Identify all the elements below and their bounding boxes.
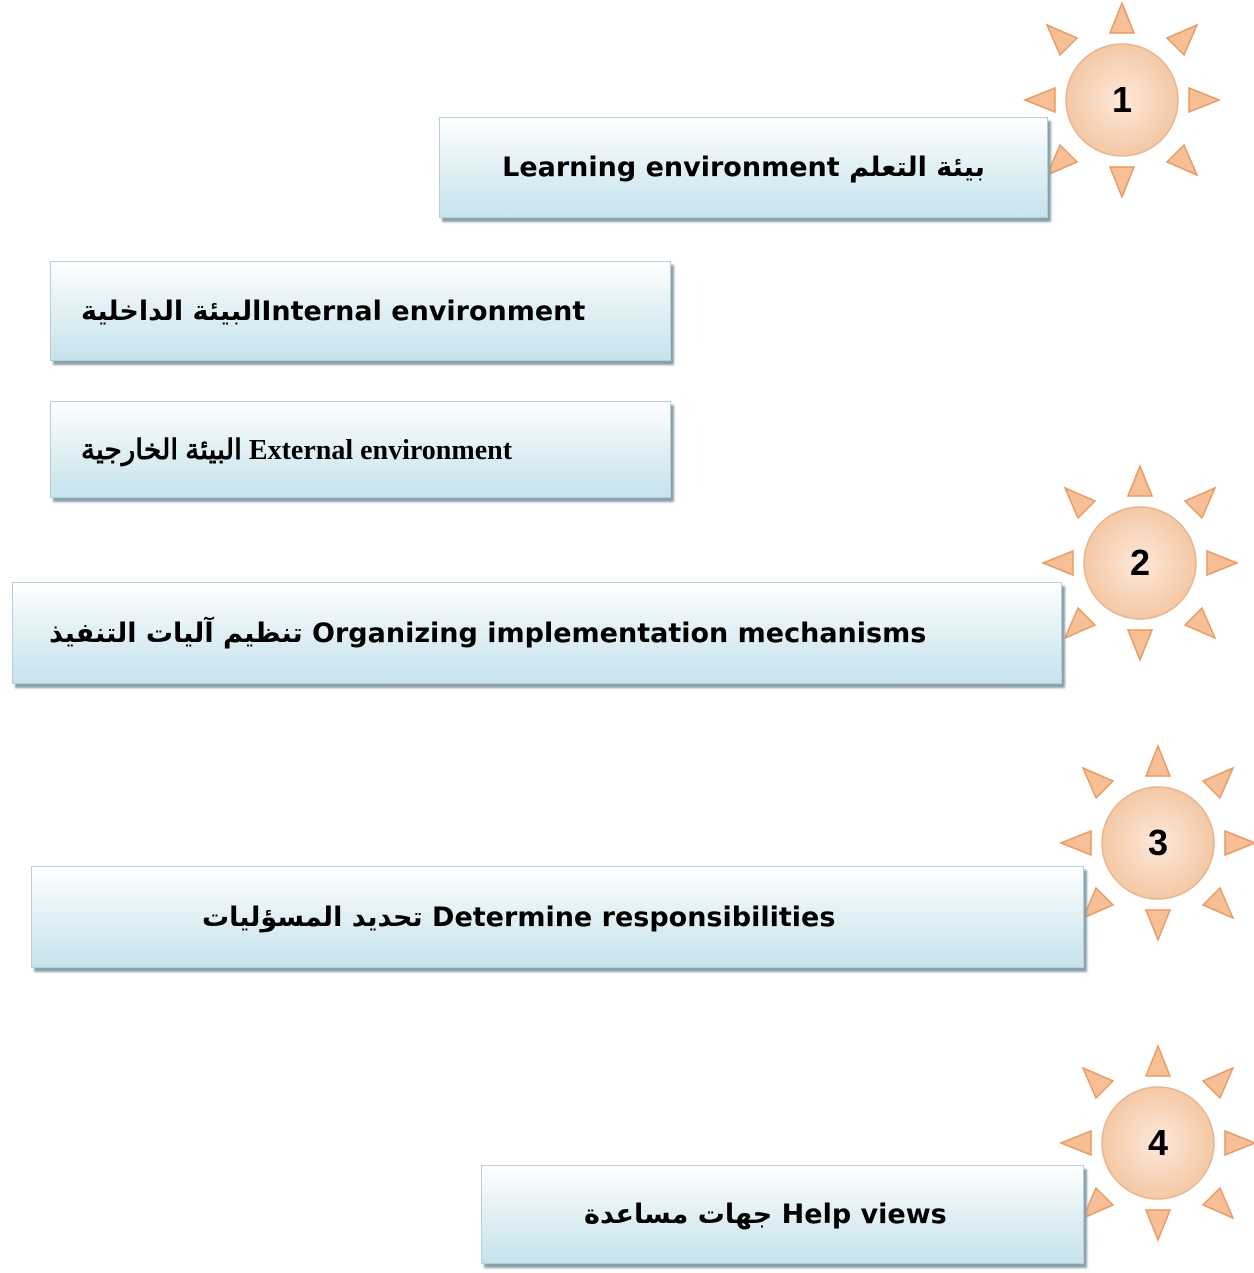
learning-environment-label: Learning environment بيئة التعلم [502, 152, 985, 183]
internal-environment-box: البيئة الداخليةInternal environment [50, 261, 671, 361]
sun-badge-2: 2 [1040, 463, 1240, 663]
organizing-implementation-box: تنظيم آليات التنفيذ Organizing implement… [12, 582, 1062, 684]
step-number-1: 1 [1111, 79, 1133, 120]
help-views-box: جهات مساعدة Help views [481, 1165, 1084, 1264]
sun-icon [1058, 743, 1254, 943]
external-environment-label: البيئة الخارجية External environment [81, 434, 513, 466]
determine-responsibilities-label: تحديد المسؤليات Determine responsibiliti… [202, 901, 836, 933]
learning-environment-box: Learning environment بيئة التعلم [439, 117, 1048, 218]
sun-badge-3: 3 [1058, 743, 1254, 943]
step-number-4: 4 [1147, 1122, 1169, 1163]
sun-icon [1058, 1043, 1254, 1243]
sun-icon [1022, 0, 1222, 200]
sun-icon [1040, 463, 1240, 663]
determine-responsibilities-box: تحديد المسؤليات Determine responsibiliti… [31, 866, 1084, 968]
internal-environment-label: البيئة الداخليةInternal environment [81, 295, 586, 327]
sun-badge-4: 4 [1058, 1043, 1254, 1243]
sun-badge-1: 1 [1022, 0, 1222, 200]
step-number-2: 2 [1129, 542, 1151, 583]
organizing-implementation-label: تنظيم آليات التنفيذ Organizing implement… [49, 617, 927, 649]
help-views-label: جهات مساعدة Help views [584, 1199, 947, 1230]
external-environment-box: البيئة الخارجية External environment [50, 401, 671, 498]
step-number-3: 3 [1147, 822, 1169, 863]
